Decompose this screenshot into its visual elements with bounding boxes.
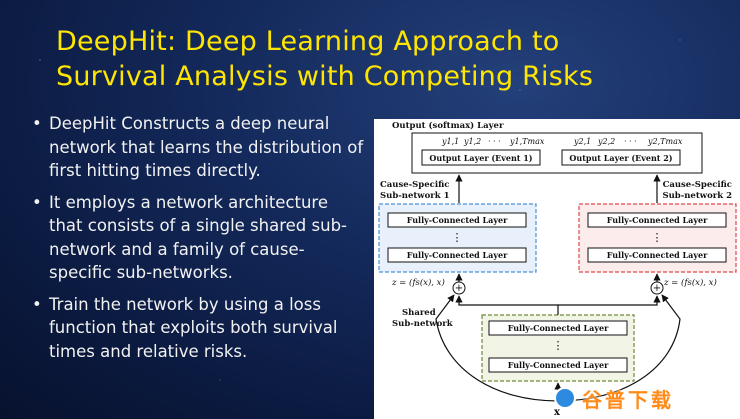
plus-node-right-symbol: +: [653, 283, 661, 294]
output-y12: y1,2: [463, 137, 481, 146]
bullet-item: • DeepHit Constructs a deep neural netwo…: [30, 112, 365, 183]
plus-node-right: [650, 281, 664, 295]
cause-specific-1-label-line2: Sub-network 1: [380, 191, 450, 201]
bullet-item: • It employs a network architecture that…: [30, 191, 365, 285]
output-y11: y1,1: [441, 137, 459, 146]
output-layer-event2-label: Output Layer (Event 2): [569, 153, 672, 163]
arrow-input-skip-left: [435, 294, 559, 402]
output-dots-2: · · ·: [624, 137, 637, 146]
output-y22: y2,2: [597, 137, 615, 146]
cs1-fc-layer-bottom: [387, 247, 527, 263]
bullet-item: • Train the network by using a loss func…: [30, 293, 365, 364]
shared-label-line1: Shared: [402, 308, 436, 318]
bullet-text: It employs a network architecture that c…: [49, 192, 347, 283]
shared-vertical-dots: ⋮: [553, 339, 564, 352]
z-label-right: z = (fs(x), x): [663, 277, 717, 288]
shared-fc-layer-top-label: Fully-Connected Layer: [508, 323, 609, 333]
input-x-label: x: [554, 407, 561, 418]
cause-specific-2-label-line1: Cause-Specific: [663, 180, 732, 190]
shared-fc-layer-bottom: [488, 357, 628, 373]
output-layer-title: Output (softmax) Layer: [392, 120, 504, 131]
output-layer-box: [411, 132, 703, 174]
cs2-fc-layer-top: [587, 212, 727, 228]
bullet-dot: •: [32, 294, 42, 314]
watermark: 谷普下载: [554, 383, 724, 413]
output-y1tmax: y1,Tmax: [509, 137, 545, 146]
z-label-left: z = (fs(x), x): [391, 277, 445, 288]
bullet-dot: •: [32, 114, 42, 133]
arrow-shared-to-plus-right: [558, 295, 661, 306]
arrow-input-skip-right: [557, 294, 681, 402]
cause-specific-2-label-line2: Sub-network 2: [662, 191, 732, 201]
cs1-vertical-dots: ⋮: [452, 231, 463, 244]
arrow-shared-to-plus-left: [455, 295, 559, 315]
slide-title-line-1: DeepHit: Deep Learning Approach to: [56, 26, 560, 57]
cs1-fc-layer-bottom-label: Fully-Connected Layer: [407, 250, 508, 260]
plus-node-left-symbol: +: [455, 283, 463, 294]
plus-node-left: [452, 281, 466, 295]
output-layer-event1-box: [421, 149, 541, 166]
cs2-fc-layer-top-label: Fully-Connected Layer: [607, 215, 708, 225]
output-layer-event2-box: [561, 149, 681, 166]
download-logo-icon: [554, 387, 576, 409]
output-layer-event1-label: Output Layer (Event 1): [429, 153, 532, 163]
slide-title: DeepHit: Deep Learning Approach to Survi…: [56, 24, 716, 94]
watermark-text: 谷普下载: [582, 387, 674, 412]
cs2-vertical-dots: ⋮: [652, 231, 663, 244]
deephit-architecture-diagram: Output (softmax) Layer y1,1 y1,2 · · · y…: [374, 119, 740, 419]
bullet-list: • DeepHit Constructs a deep neural netwo…: [30, 112, 365, 371]
bullet-text: DeepHit Constructs a deep neural network…: [49, 114, 364, 180]
shared-fc-layer-top: [488, 320, 628, 336]
slide-title-line-2: Survival Analysis with Competing Risks: [56, 61, 594, 92]
shared-fc-layer-bottom-label: Fully-Connected Layer: [508, 360, 609, 370]
output-dots-1: · · ·: [488, 137, 501, 146]
cs2-fc-layer-bottom-label: Fully-Connected Layer: [607, 250, 708, 260]
cause-specific-1-label-line1: Cause-Specific: [380, 180, 449, 190]
cs1-fc-layer-top: [387, 212, 527, 228]
shared-label-line2: Sub-network: [392, 319, 454, 329]
cs1-fc-layer-top-label: Fully-Connected Layer: [407, 215, 508, 225]
bullet-dot: •: [32, 192, 42, 212]
output-y2tmax: y2,Tmax: [647, 137, 683, 146]
cs2-fc-layer-bottom: [587, 247, 727, 263]
output-y21: y2,1: [573, 137, 591, 146]
bullet-text: Train the network by using a loss functi…: [49, 294, 338, 361]
